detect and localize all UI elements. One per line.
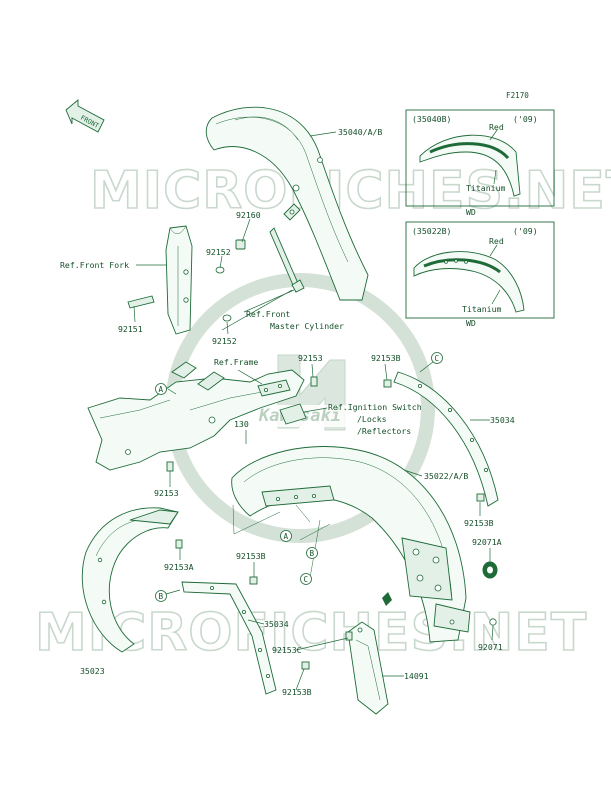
ref-ignition-2: /Locks [357,414,387,424]
svg-text:WD: WD [466,207,476,217]
bracket-right [393,371,499,507]
clamp-lower [222,314,232,322]
callout-a-frame [155,383,167,395]
label-92153a: 92153A [164,562,194,572]
fork-bolt-92151 [127,295,155,309]
label-92160: 92160 [236,210,261,220]
svg-text:Red: Red [489,236,504,246]
bolt-92153a [175,539,183,549]
label-92152-upper: 92152 [206,247,231,257]
bolt-92153c [345,631,353,641]
frame [87,361,307,471]
svg-text:Titanium: Titanium [462,304,502,314]
ref-frame: Ref.Frame [214,357,258,367]
variant-rear-box: (35022B) ('09) Red Titanium WD [405,221,555,328]
collar-92160 [235,239,246,250]
figure-code: F2170 [506,91,529,100]
reference-labels: Ref.Front Fork Ref.Front Master Cylinder… [60,260,422,436]
mud-flap [347,621,389,715]
callout-a-fender [280,530,292,542]
label-92153b-bottom: 92153B [282,687,312,697]
label-35022: 35022/A/B [424,471,468,481]
svg-text:('09): ('09) [513,226,538,236]
label-92153c: 92153C [272,645,302,655]
label-92153b-center: 92153B [236,551,266,561]
arrow-icon [65,99,105,133]
bolt-92153b-mid [476,493,485,502]
label-92153b-top: 92153B [371,353,401,363]
label-14091: 14091 [404,671,429,681]
svg-text:B: B [159,592,164,601]
label-35034-left: 35034 [264,619,289,629]
watermark-top: MICROFICHES.NET [90,161,611,221]
label-35040: 35040/A/B [338,127,382,137]
front-fender [205,106,369,301]
svg-text:B: B [310,549,315,558]
bolt-92153b-top [383,379,392,388]
svg-text:(35040B): (35040B) [412,114,451,124]
callouts: A A B C B C [155,352,443,602]
front-fork [127,225,193,335]
ref-ignition-1: Ref.Ignition Switch [328,402,422,412]
callout-c-right [431,352,443,364]
grommet-92071 [489,618,497,626]
part-labels: 35040/A/B 92160 92152 92152 92151 92153 … [80,127,515,697]
svg-text:Red: Red [489,122,504,132]
label-92071: 92071 [478,642,503,652]
inner-fender [81,507,179,653]
watermark-bottom: MICROFICHES.NET [35,603,587,663]
bracket-left [181,581,277,695]
label-35034-right: 35034 [490,415,515,425]
ref-master-cylinder-1: Ref.Front [246,309,290,319]
bolt-92153b-bottom [301,661,310,670]
variant-front-box: (35040B) ('09) Red Titanium WD [405,109,555,217]
svg-text:A: A [159,385,164,394]
svg-text:Titanium: Titanium [466,183,506,193]
rear-fender [231,446,471,643]
label-92152-lower: 92152 [212,336,237,346]
svg-text:WD: WD [466,318,476,328]
ref-master-cylinder-2: Master Cylinder [270,321,344,331]
svg-text:C: C [304,575,309,584]
svg-text:A: A [284,532,289,541]
callout-b-fender [306,547,318,559]
ignition-bracket [279,403,307,425]
svg-text:('09): ('09) [513,114,538,124]
label-92153-mid: 92153 [298,353,323,363]
callout-b-left [155,590,167,602]
bolt-92153-left [166,461,174,472]
bolt-92153-mid [310,376,318,387]
label-92151: 92151 [118,324,143,334]
ref-front-fork: Ref.Front Fork [60,260,129,270]
label-92071a: 92071A [472,537,502,547]
svg-text:C: C [435,354,440,363]
label-130: 130 [234,419,249,429]
ref-ignition-3: /Reflectors [357,426,411,436]
label-92153-left: 92153 [154,488,179,498]
callout-c-fender [300,573,312,585]
label-92153b-mid: 92153B [464,518,494,528]
bolts [166,376,485,670]
bolt-92153b-center [249,576,258,585]
svg-text:(35022B): (35022B) [412,226,451,236]
label-35023: 35023 [80,666,105,676]
front-direction-arrow: FRONT [65,99,105,133]
